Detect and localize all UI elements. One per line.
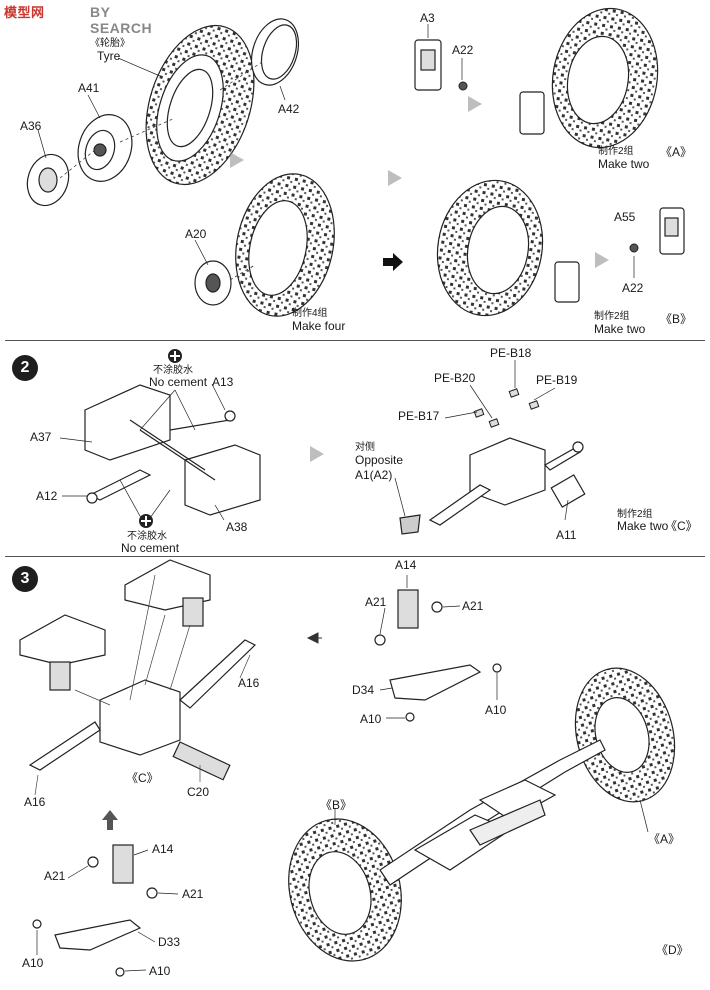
label-a10-d: A10 (149, 964, 171, 978)
label-make-four-cn: 制作4组 (292, 308, 328, 319)
label-a41: A41 (78, 81, 100, 95)
label-a36: A36 (20, 119, 42, 133)
tyre-top-left (145, 24, 255, 186)
tyre-middle (235, 173, 335, 317)
label-make-two-en: Make two (598, 157, 650, 171)
label-a38: A38 (226, 520, 248, 534)
label-a20: A20 (185, 227, 207, 241)
label-a14-b: A14 (152, 842, 174, 856)
panel-divider (5, 340, 705, 341)
watermark-text: BY SEARCH (90, 4, 153, 36)
leaf-spring-left (19, 614, 106, 691)
label-a10: A10 (360, 712, 382, 726)
label-pe-b19: PE-B19 (536, 373, 578, 387)
label-a12: A12 (36, 489, 58, 503)
label-tyre-en: Tyre (97, 49, 121, 63)
label-pe-b17: PE-B17 (398, 409, 440, 423)
panel-divider (5, 556, 705, 557)
no-cement-icon (139, 514, 153, 528)
knuckle-a55 (659, 207, 685, 255)
label-a21: A21 (365, 595, 387, 609)
up-arrow (102, 810, 118, 830)
label-make-two-b-en: Make two (594, 322, 646, 336)
label-a16: A16 (238, 676, 260, 690)
leaf-spring-top (124, 559, 211, 627)
label-a55: A55 (614, 210, 636, 224)
label-a21-b: A21 (462, 599, 484, 613)
tyre-assembly-a (519, 7, 659, 149)
plate-a36 (26, 153, 70, 207)
label-make-two-c-en: Make two (617, 519, 669, 533)
tyre-assembly-b (436, 179, 580, 317)
label-opposite-en: Opposite (355, 453, 404, 467)
label-a21-d: A21 (182, 887, 204, 901)
label-d34: D34 (352, 683, 375, 697)
label-a10-b: A10 (485, 703, 507, 717)
label-a1-a2: A1(A2) (355, 468, 393, 482)
direction-arrows (230, 96, 609, 462)
label-a11: A11 (556, 528, 577, 542)
label-a13: A13 (212, 375, 234, 389)
label-no-cement-cn: 不涂胶水 (153, 365, 193, 376)
label-opposite-cn: 对侧 (355, 442, 375, 453)
label-a22: A22 (452, 43, 474, 57)
hub-a41 (77, 114, 133, 182)
full-axle-assembly (288, 667, 676, 962)
label-a10-c: A10 (22, 956, 44, 970)
label-a16-b: A16 (24, 795, 46, 809)
hub-a20 (194, 260, 232, 306)
label-subassembly-a: 《A》 (660, 145, 693, 159)
label-subassembly-d: 《D》 (656, 943, 689, 957)
axle-housing-left (84, 384, 261, 516)
label-a37: A37 (30, 430, 52, 444)
step-number-3: 3 (12, 566, 38, 592)
label-subassembly-c: 《C》 (665, 519, 698, 533)
spring-assembly-d34 (374, 589, 502, 722)
step-number-2: 2 (12, 355, 38, 381)
label-tyre-cn: 《轮胎》 (90, 38, 130, 49)
axle-assembly-c (399, 437, 586, 535)
label-subassembly-c-3: 《C》 (126, 771, 159, 785)
knuckle-a3 (414, 39, 442, 91)
label-d33: D33 (158, 935, 181, 949)
label-c20: C20 (187, 785, 210, 799)
label-subassembly-b-3: 《B》 (320, 798, 353, 812)
label-make-two-b-cn: 制作2组 (594, 311, 630, 322)
label-no-cement-en-2: No cement (121, 541, 180, 555)
photo-etch-parts (473, 388, 540, 428)
no-cement-icon (168, 349, 182, 363)
label-subassembly-b: 《B》 (660, 312, 693, 326)
left-arrow (306, 632, 322, 644)
label-no-cement-cn-2: 不涂胶水 (127, 531, 167, 542)
label-make-two-c-cn: 制作2组 (617, 509, 653, 520)
label-a22b: A22 (622, 281, 644, 295)
label-pe-b20: PE-B20 (434, 371, 476, 385)
label-a14: A14 (395, 558, 417, 572)
rim-a42 (250, 18, 300, 86)
assembly-arrow (383, 253, 403, 271)
label-a42: A42 (278, 102, 300, 116)
label-pe-b18: PE-B18 (490, 346, 532, 360)
label-subassembly-a-3: 《A》 (648, 832, 681, 846)
label-no-cement-en: No cement (149, 375, 208, 389)
label-make-two-cn: 制作2组 (598, 146, 634, 157)
spring-assembly-d33 (32, 844, 158, 977)
axle-c-body (28, 639, 257, 781)
watermark-logo: 模型网 (4, 5, 45, 20)
label-a3: A3 (420, 11, 435, 25)
label-a21-c: A21 (44, 869, 66, 883)
label-make-four-en: Make four (292, 319, 346, 333)
